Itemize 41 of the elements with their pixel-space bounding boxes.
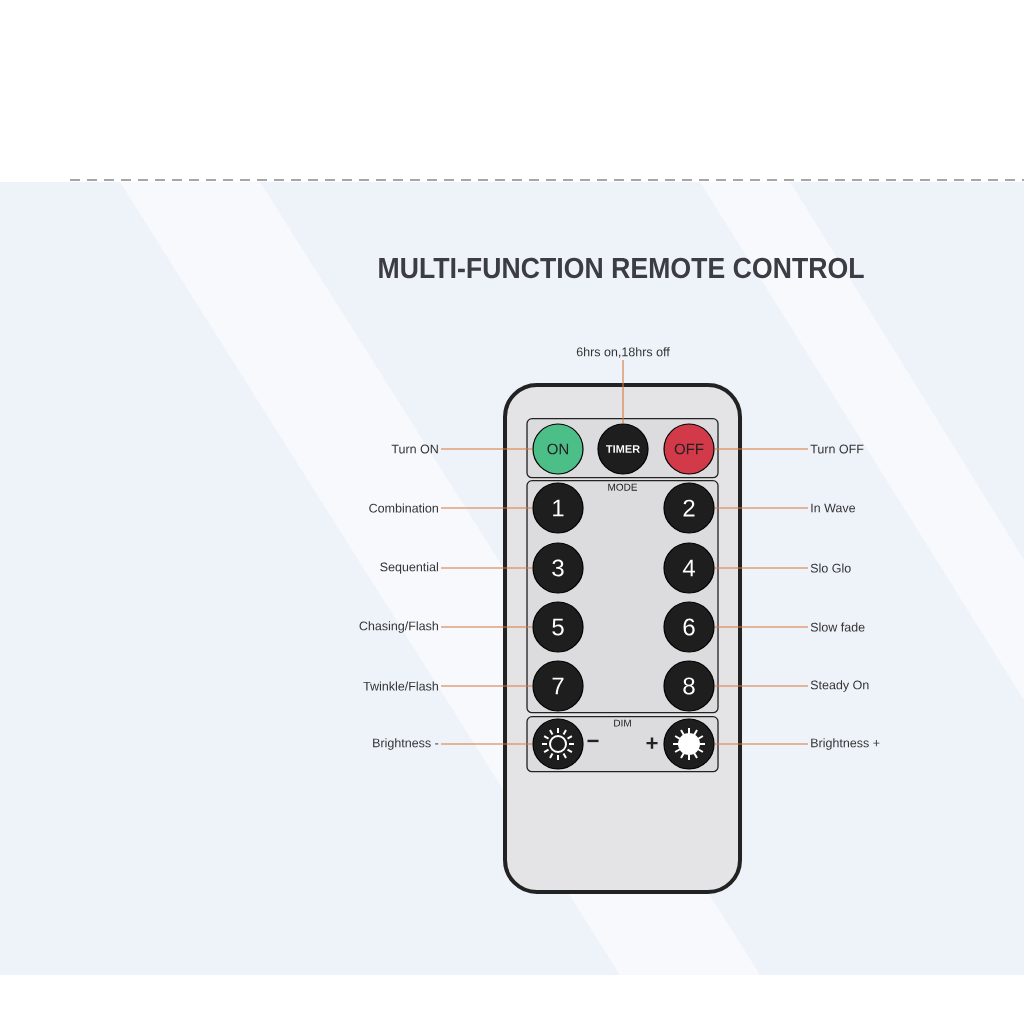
remote-button: OFF xyxy=(663,423,715,475)
callout-label: 6hrs on,18hrs off xyxy=(576,347,670,358)
callout-label: Turn ON xyxy=(391,444,438,454)
remote-button: 8 xyxy=(663,660,715,712)
title: MULTI-FUNCTION REMOTE CONTROL xyxy=(379,257,864,279)
leader-line xyxy=(714,507,809,509)
remote-button: ON xyxy=(532,423,584,475)
remote-button: 1 xyxy=(532,482,584,534)
callout-label: Chasing/Flash xyxy=(359,621,438,633)
leader-line xyxy=(440,685,533,687)
leader-line xyxy=(714,448,809,450)
remote-button xyxy=(532,718,584,770)
callout-label: Combination xyxy=(369,503,438,513)
callout-label: Twinkle/Flash xyxy=(363,681,438,691)
remote-button: 7 xyxy=(532,660,584,712)
leader-line xyxy=(714,567,809,569)
leader-line xyxy=(714,626,809,628)
remote-button: 6 xyxy=(663,601,715,653)
callout-label: Brightness + xyxy=(811,738,880,750)
remote-button: TIMER xyxy=(597,423,649,475)
remote-button: 5 xyxy=(532,601,584,653)
leader-line xyxy=(714,743,809,745)
callout-label: Turn OFF xyxy=(810,444,864,454)
leader-line xyxy=(440,448,533,450)
leader-line xyxy=(440,626,533,628)
leader-line xyxy=(440,567,533,569)
sign: + xyxy=(646,737,658,749)
callout-label: Sequential xyxy=(380,562,438,574)
leader-line xyxy=(440,507,533,509)
leader-line xyxy=(622,359,624,424)
callout-label: Steady On xyxy=(810,680,869,692)
remote-button: 2 xyxy=(663,482,715,534)
remote-button: 4 xyxy=(663,542,715,594)
sign: − xyxy=(587,739,599,743)
callout-label: Slo Glo xyxy=(810,563,851,573)
callout-label: Slow fade xyxy=(810,622,865,632)
remote-button: 3 xyxy=(532,542,584,594)
leader-line xyxy=(714,685,809,687)
leader-line xyxy=(440,743,533,745)
callout-label: Brightness - xyxy=(373,738,439,750)
callout-label: In Wave xyxy=(811,503,856,513)
